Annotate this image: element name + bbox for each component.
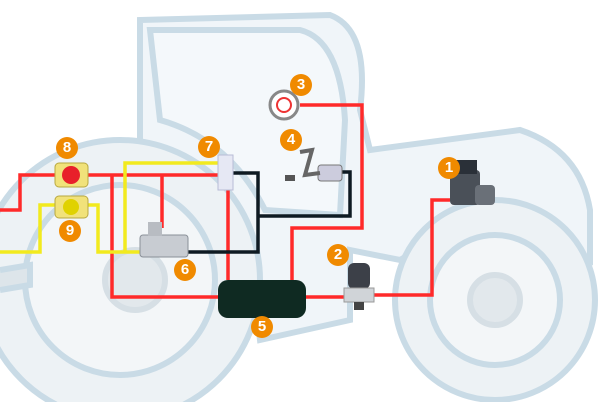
badge-4: 4 [280,129,302,151]
badge-7: 7 [198,136,220,158]
badge-3: 3 [290,74,312,96]
supply-lines [0,103,450,299]
air-dryer-icon [343,263,375,310]
badge-5: 5 [251,316,273,338]
badge-8: 8 [56,137,78,159]
badge-6: 6 [174,259,196,281]
badge-9: 9 [59,220,81,242]
air-compressor-icon [450,160,495,205]
distribution-valve-icon [217,154,234,191]
brake-lines [188,170,352,254]
trailer-control-valve-icon [139,222,189,258]
pressure-gauge-icon [268,89,300,121]
red-coupling-head-icon [54,162,89,188]
tractor-silhouette [0,11,598,402]
air-tank-icon [218,280,306,318]
yellow-coupling-head-icon [54,195,89,219]
brake-pedal-cylinder-icon [285,147,343,182]
badge-1: 1 [438,157,460,179]
control-lines [0,161,218,254]
badge-2: 2 [327,244,349,266]
